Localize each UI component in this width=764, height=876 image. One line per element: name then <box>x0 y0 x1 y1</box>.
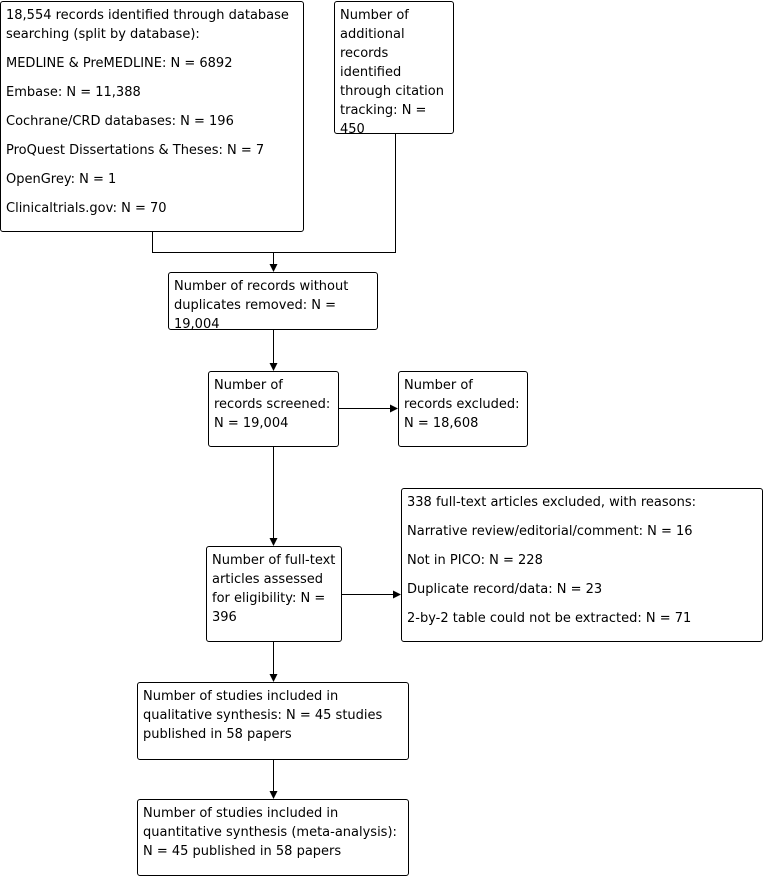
quantitative-synthesis-box: Number of studies included in quantitati… <box>137 799 409 876</box>
quantitative-synthesis-text: Number of studies included in quantitati… <box>143 806 397 859</box>
records-excluded-box: Number of records excluded: N = 18,608 <box>398 371 528 447</box>
database-item: Cochrane/CRD databases: N = 196 <box>6 114 234 129</box>
database-item: MEDLINE & PreMEDLINE: N = 6892 <box>6 56 233 71</box>
duplicates-removed-box: Number of records without duplicates rem… <box>168 272 378 332</box>
database-item: OpenGrey: N = 1 <box>6 172 117 187</box>
citation-tracking-text: Number of additional records identified … <box>340 8 444 137</box>
records-screened-box: Number of records screened: N = 19,004 <box>208 371 339 447</box>
exclusion-reason: 2-by-2 table could not be extracted: N =… <box>407 611 692 626</box>
database-item: Embase: N = 11,388 <box>6 85 141 100</box>
qualitative-synthesis-text: Number of studies included in qualitativ… <box>143 689 383 742</box>
records-screened-text: Number of records screened: N = 19,004 <box>214 378 331 431</box>
database-item: Clinicaltrials.gov: N = 70 <box>6 201 167 216</box>
citation-tracking-box: Number of additional records identified … <box>334 1 454 137</box>
fulltext-excluded-box: 338 full-text articles excluded, with re… <box>401 488 763 642</box>
database-search-heading: 18,554 records identified through databa… <box>6 8 289 42</box>
exclusion-reason: Duplicate record/data: N = 23 <box>407 582 603 597</box>
exclusion-reason: Not in PICO: N = 228 <box>407 553 543 568</box>
database-item: ProQuest Dissertations & Theses: N = 7 <box>6 143 265 158</box>
records-excluded-text: Number of records excluded: N = 18,608 <box>404 378 520 431</box>
eligibility-text: Number of full-text articles assessed fo… <box>212 553 336 625</box>
fulltext-excluded-heading: 338 full-text articles excluded, with re… <box>407 495 697 510</box>
eligibility-box: Number of full-text articles assessed fo… <box>206 546 342 642</box>
duplicates-removed-text: Number of records without duplicates rem… <box>174 279 349 332</box>
qualitative-synthesis-box: Number of studies included in qualitativ… <box>137 682 409 760</box>
exclusion-reason: Narrative review/editorial/comment: N = … <box>407 524 693 539</box>
database-search-box: 18,554 records identified through databa… <box>0 1 304 232</box>
